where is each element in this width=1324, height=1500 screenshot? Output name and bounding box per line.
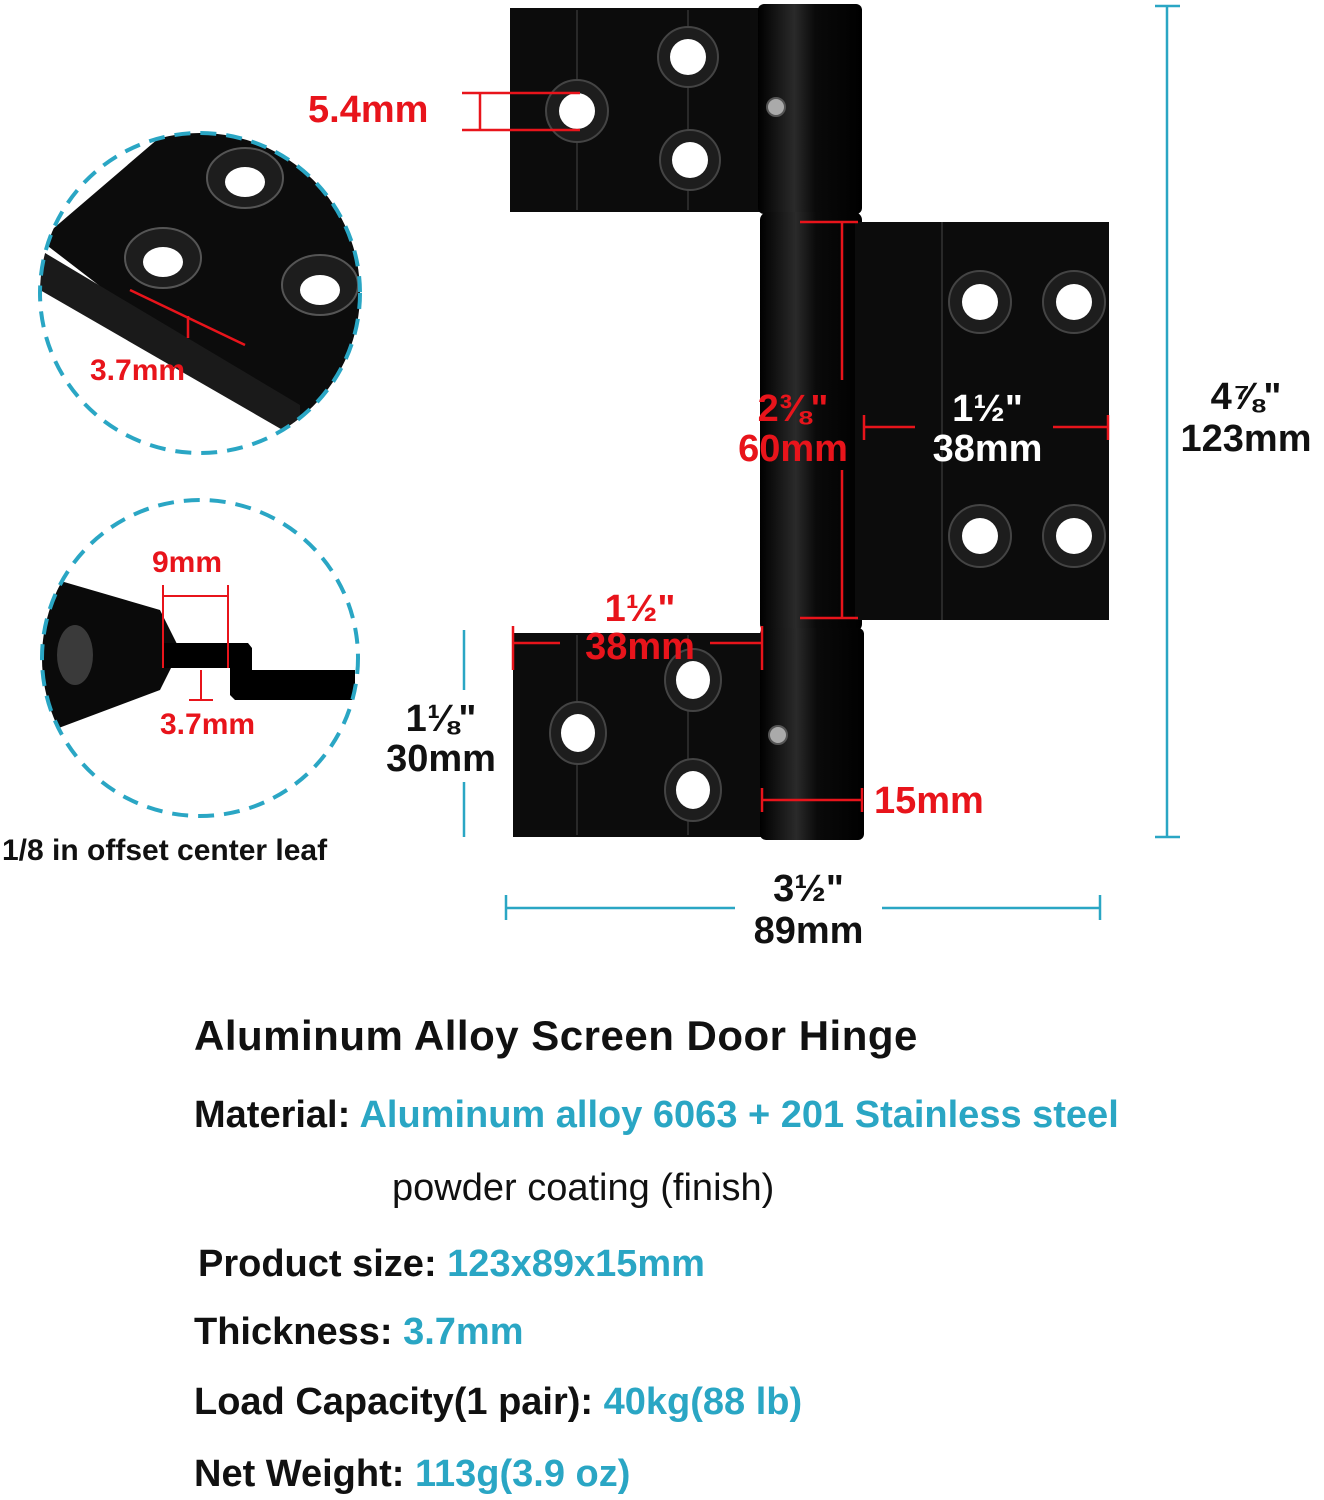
teal-guide-lines <box>462 4 1180 920</box>
spec-load-capacity: Load Capacity(1 pair): 40kg(88 lb) <box>194 1381 802 1424</box>
barrel-diameter-label: 15mm <box>874 780 984 822</box>
spec-value: Aluminum alloy 6063 + 201 Stainless stee… <box>359 1094 1119 1136</box>
thickness-detail-label: 3.7mm <box>90 354 186 387</box>
spec-label: Product size: <box>198 1243 437 1285</box>
spec-value: 3.7mm <box>403 1311 524 1353</box>
hole-diameter-label: 5.4mm <box>308 89 429 131</box>
center-leaf-height-in: 2⅜" <box>757 388 829 430</box>
spec-material: Material: Aluminum alloy 6063 + 201 Stai… <box>194 1094 1119 1137</box>
spec-value: 40kg(88 lb) <box>603 1381 803 1423</box>
total-width-mm: 89mm <box>753 910 864 952</box>
center-leaf-width-mm: 38mm <box>932 428 1043 470</box>
product-title: Aluminum Alloy Screen Door Hinge <box>194 1012 918 1059</box>
red-dimension-lines <box>462 91 1110 812</box>
total-width-in: 3½" <box>773 868 844 910</box>
spec-net-weight: Net Weight: 113g(3.9 oz) <box>194 1453 630 1496</box>
spec-value: 113g(3.9 oz) <box>414 1453 631 1495</box>
total-height-mm: 123mm <box>1180 418 1312 460</box>
spec-label: Net Weight: <box>194 1453 405 1495</box>
spec-product-size: Product size: 123x89x15mm <box>198 1243 705 1286</box>
offset-caption: 1/8 in offset center leaf <box>2 834 328 867</box>
spec-label: Thickness: <box>194 1311 393 1353</box>
leaf-height-mm: 30mm <box>386 738 496 780</box>
spec-thickness: Thickness: 3.7mm <box>194 1311 524 1354</box>
total-height-in: 4⅞" <box>1210 376 1282 418</box>
offset-thickness-label: 3.7mm <box>160 708 256 741</box>
offset-detail-circle <box>40 498 360 818</box>
spec-value: 123x89x15mm <box>447 1243 705 1285</box>
center-leaf-height-mm: 60mm <box>738 428 848 470</box>
top-leaf <box>510 4 862 214</box>
spec-label: Load Capacity(1 pair): <box>194 1381 594 1423</box>
bottom-leaf-width-mm: 38mm <box>585 626 695 668</box>
offset-width-label: 9mm <box>152 546 223 579</box>
center-leaf-width-in: 1½" <box>952 388 1023 430</box>
bottom-leaf-width-in: 1½" <box>604 588 676 630</box>
spec-label: Material: <box>194 1094 351 1136</box>
spec-material-finish: powder coating (finish) <box>392 1167 775 1209</box>
center-leaf <box>760 212 1109 632</box>
leaf-height-in: 1⅛" <box>405 698 477 740</box>
thickness-detail-circle <box>38 131 362 455</box>
bottom-leaf <box>513 628 864 840</box>
